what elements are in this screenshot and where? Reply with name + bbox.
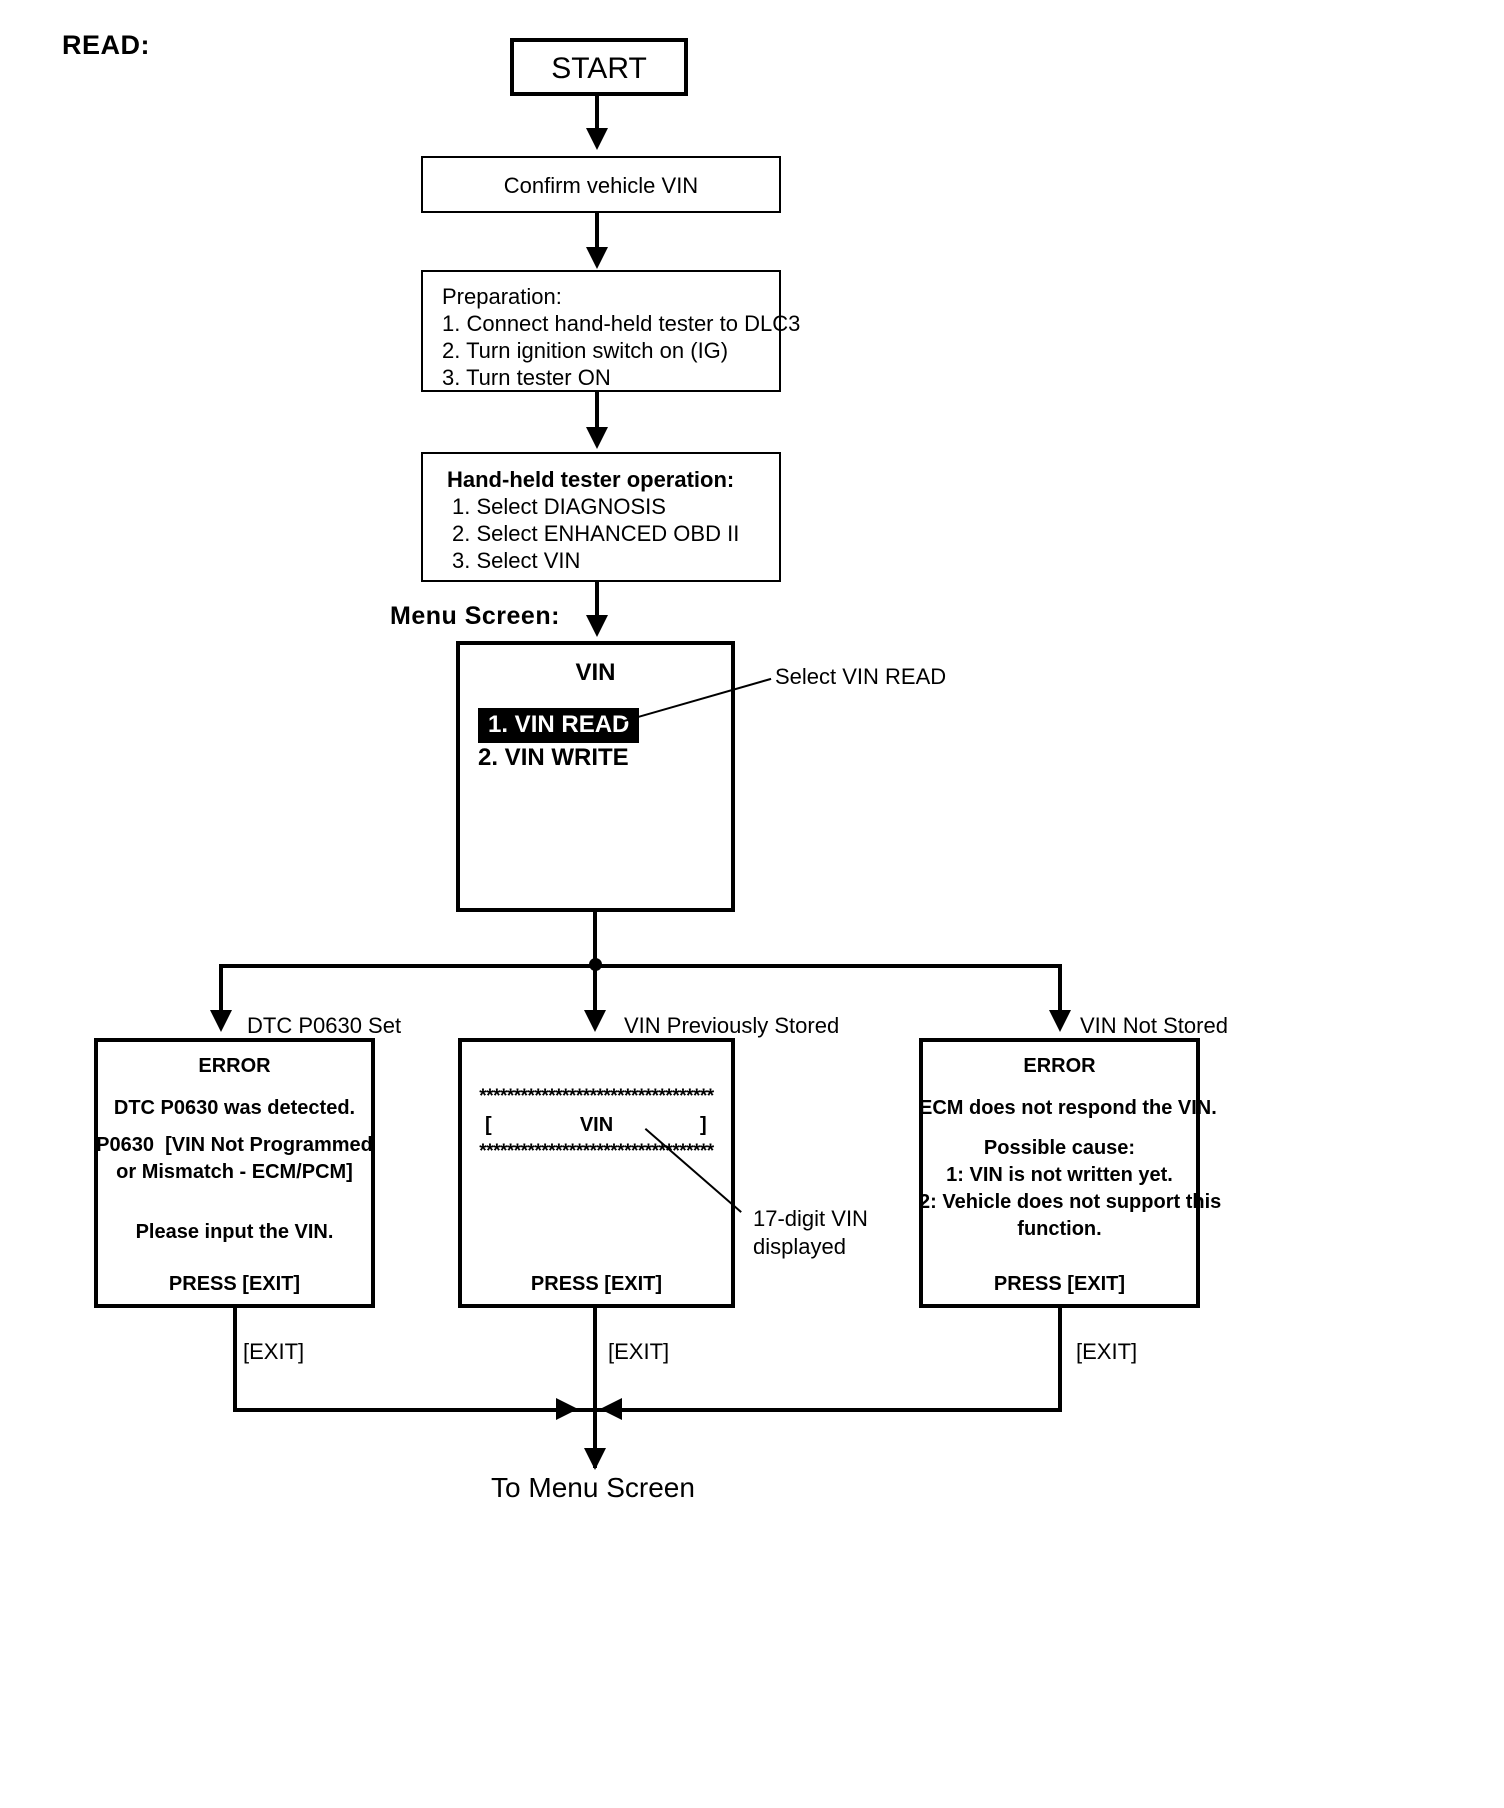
page-title: READ:: [62, 30, 150, 60]
arrowhead-branch-middle: [584, 1010, 606, 1032]
screen-vin-bracket-left: [: [485, 1114, 492, 1136]
screen-error-dtc: [94, 1038, 375, 1308]
branch-label-left: DTC P0630 Set: [247, 1013, 402, 1038]
tester-operation-heading: Hand-held tester operation:: [447, 467, 735, 492]
exit-label-left: [EXIT]: [243, 1339, 305, 1364]
screen-vin-bracket-right: ]: [700, 1114, 707, 1136]
preparation-step-2: 2. Turn ignition switch on (IG): [442, 338, 729, 363]
annotation-vin-digits-line-1: 17-digit VIN: [753, 1206, 868, 1231]
screen-error-dtc-title: ERROR: [198, 1055, 271, 1077]
arrowhead-merge-footer: [584, 1448, 606, 1470]
connector-branch-middle: [593, 964, 597, 1018]
connector-exit-right: [1058, 1308, 1062, 1412]
connector-exit-left: [233, 1308, 237, 1412]
node-confirm-vin: [421, 156, 781, 213]
exit-collector-bus: [233, 1408, 1062, 1412]
branch-label-middle: VIN Previously Stored: [624, 1013, 840, 1038]
screen-error-no-vin-line-2: Possible cause:: [983, 1137, 1136, 1159]
screen-menu: [456, 641, 735, 912]
preparation-step-3: 3. Turn tester ON: [442, 365, 611, 390]
screen-error-dtc-line-3: or Mismatch - ECM/PCM]: [116, 1161, 353, 1183]
arrowhead-merge-from-left: [556, 1398, 578, 1420]
exit-label-middle: [EXIT]: [608, 1339, 670, 1364]
node-start-label: START: [551, 52, 647, 85]
screen-error-dtc-line-1: DTC P0630 was detected.: [113, 1097, 356, 1119]
tester-operation-step-2: 2. Select ENHANCED OBD II: [452, 521, 740, 546]
menu-item-vin-read[interactable]: 1. VIN READ: [478, 708, 640, 743]
screen-error-no-vin-line-5: function.: [1017, 1218, 1102, 1240]
annotation-vin-digits-line-2: displayed: [753, 1234, 846, 1259]
connector-branch-left: [219, 964, 223, 1018]
connector-start-confirm: [595, 96, 599, 136]
connector-branch-right: [1058, 964, 1062, 1018]
footer-label: To Menu Screen: [491, 1472, 695, 1503]
connector-exit-middle: [593, 1308, 597, 1412]
preparation-step-1: 1. Connect hand-held tester to DLC3: [442, 311, 801, 336]
screen-vin-stars-top: **********************************: [479, 1086, 714, 1107]
connector-merge-footer: [593, 1408, 597, 1468]
screen-vin-value: VIN: [579, 1114, 614, 1136]
connector-confirm-prep: [595, 213, 599, 258]
arrowhead-tester-menu: [586, 615, 608, 637]
screen-error-no-vin-footer: PRESS [EXIT]: [993, 1273, 1126, 1295]
preparation-heading: Preparation:: [442, 284, 562, 309]
tester-operation-step-3: 3. Select VIN: [452, 548, 581, 573]
screen-vin-stored: [458, 1038, 735, 1308]
connector-menu-bus: [593, 912, 597, 966]
menu-screen-caption: Menu Screen:: [390, 602, 560, 630]
connector-tester-menu: [595, 582, 599, 626]
arrowhead-branch-left: [210, 1010, 232, 1032]
screen-error-no-vin-line-3: 1: VIN is not written yet.: [946, 1164, 1173, 1186]
arrowhead-prep-tester: [586, 427, 608, 449]
arrowhead-confirm-prep: [586, 247, 608, 269]
screen-error-no-vin: [919, 1038, 1200, 1308]
screen-menu-title: VIN: [575, 659, 616, 686]
menu-item-vin-write[interactable]: 2. VIN WRITE: [478, 744, 629, 771]
screen-error-dtc-line-4: Please input the VIN.: [135, 1221, 334, 1243]
screen-error-no-vin-title: ERROR: [1023, 1055, 1096, 1077]
screen-error-no-vin-line-1: ECM does not respond the VIN.: [919, 1097, 1217, 1119]
tester-operation-step-1: 1. Select DIAGNOSIS: [452, 494, 666, 519]
screen-error-dtc-footer: PRESS [EXIT]: [168, 1273, 301, 1295]
annotation-select-vin-read: Select VIN READ: [775, 664, 947, 689]
branch-label-right: VIN Not Stored: [1080, 1013, 1228, 1038]
arrowhead-start-confirm: [586, 128, 608, 150]
screen-error-no-vin-line-4: 2: Vehicle does not support this: [919, 1191, 1222, 1213]
screen-error-dtc-line-2: P0630 [VIN Not Programmed: [96, 1134, 373, 1156]
node-start: [510, 38, 688, 96]
screen-vin-stars-bottom: **********************************: [479, 1141, 714, 1162]
exit-label-right: [EXIT]: [1076, 1339, 1138, 1364]
node-confirm-vin-label: Confirm vehicle VIN: [503, 173, 699, 198]
node-preparation: [421, 270, 781, 392]
branch-bus-horizontal: [219, 964, 1062, 968]
arrowhead-merge-from-right: [600, 1398, 622, 1420]
screen-vin-footer: PRESS [EXIT]: [530, 1273, 663, 1295]
arrowhead-branch-right: [1049, 1010, 1071, 1032]
node-tester-operation: [421, 452, 781, 582]
connector-prep-tester: [595, 392, 599, 437]
